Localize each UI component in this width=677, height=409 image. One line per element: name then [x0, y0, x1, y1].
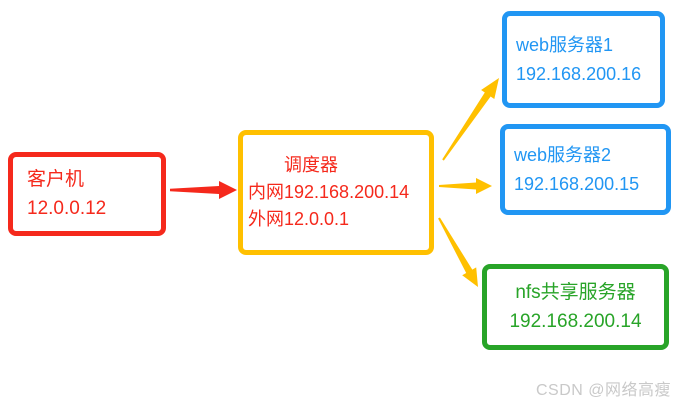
client-name-label: 客户机 — [27, 169, 85, 190]
node-client: 客户机 12.0.0.12 — [8, 152, 166, 236]
scheduler-name-label: 调度器 — [284, 155, 338, 175]
node-nfs-share-server: nfs共享服务器 192.168.200.14 — [482, 264, 669, 350]
scheduler-intranet-ip-label: 内网192.168.200.14 — [248, 182, 410, 202]
node-web-server-2: web服务器2 192.168.200.15 — [500, 124, 671, 215]
arrow-scheduler-to-web1 — [442, 78, 499, 161]
arrow-scheduler-to-web2 — [439, 178, 492, 194]
web1-name-label: web服务器1 — [516, 34, 614, 55]
web2-name-label: web服务器2 — [514, 144, 612, 165]
web2-ip-label: 192.168.200.15 — [514, 173, 640, 194]
scheduler-extranet-ip-label: 外网12.0.0.1 — [248, 209, 350, 229]
node-web-server-1: web服务器1 192.168.200.16 — [502, 11, 665, 108]
node-scheduler: 调度器 内网192.168.200.14 外网12.0.0.1 — [238, 130, 434, 255]
web1-ip-label: 192.168.200.16 — [516, 63, 642, 84]
arrow-client-to-scheduler — [170, 181, 237, 199]
csdn-watermark: CSDN @网络高瘦 — [535, 382, 671, 399]
client-ip-label: 12.0.0.12 — [27, 198, 107, 219]
nfs-name-label: nfs共享服务器 — [515, 282, 636, 303]
arrow-scheduler-to-nfs — [438, 217, 478, 287]
nfs-ip-label: 192.168.200.14 — [509, 311, 642, 332]
